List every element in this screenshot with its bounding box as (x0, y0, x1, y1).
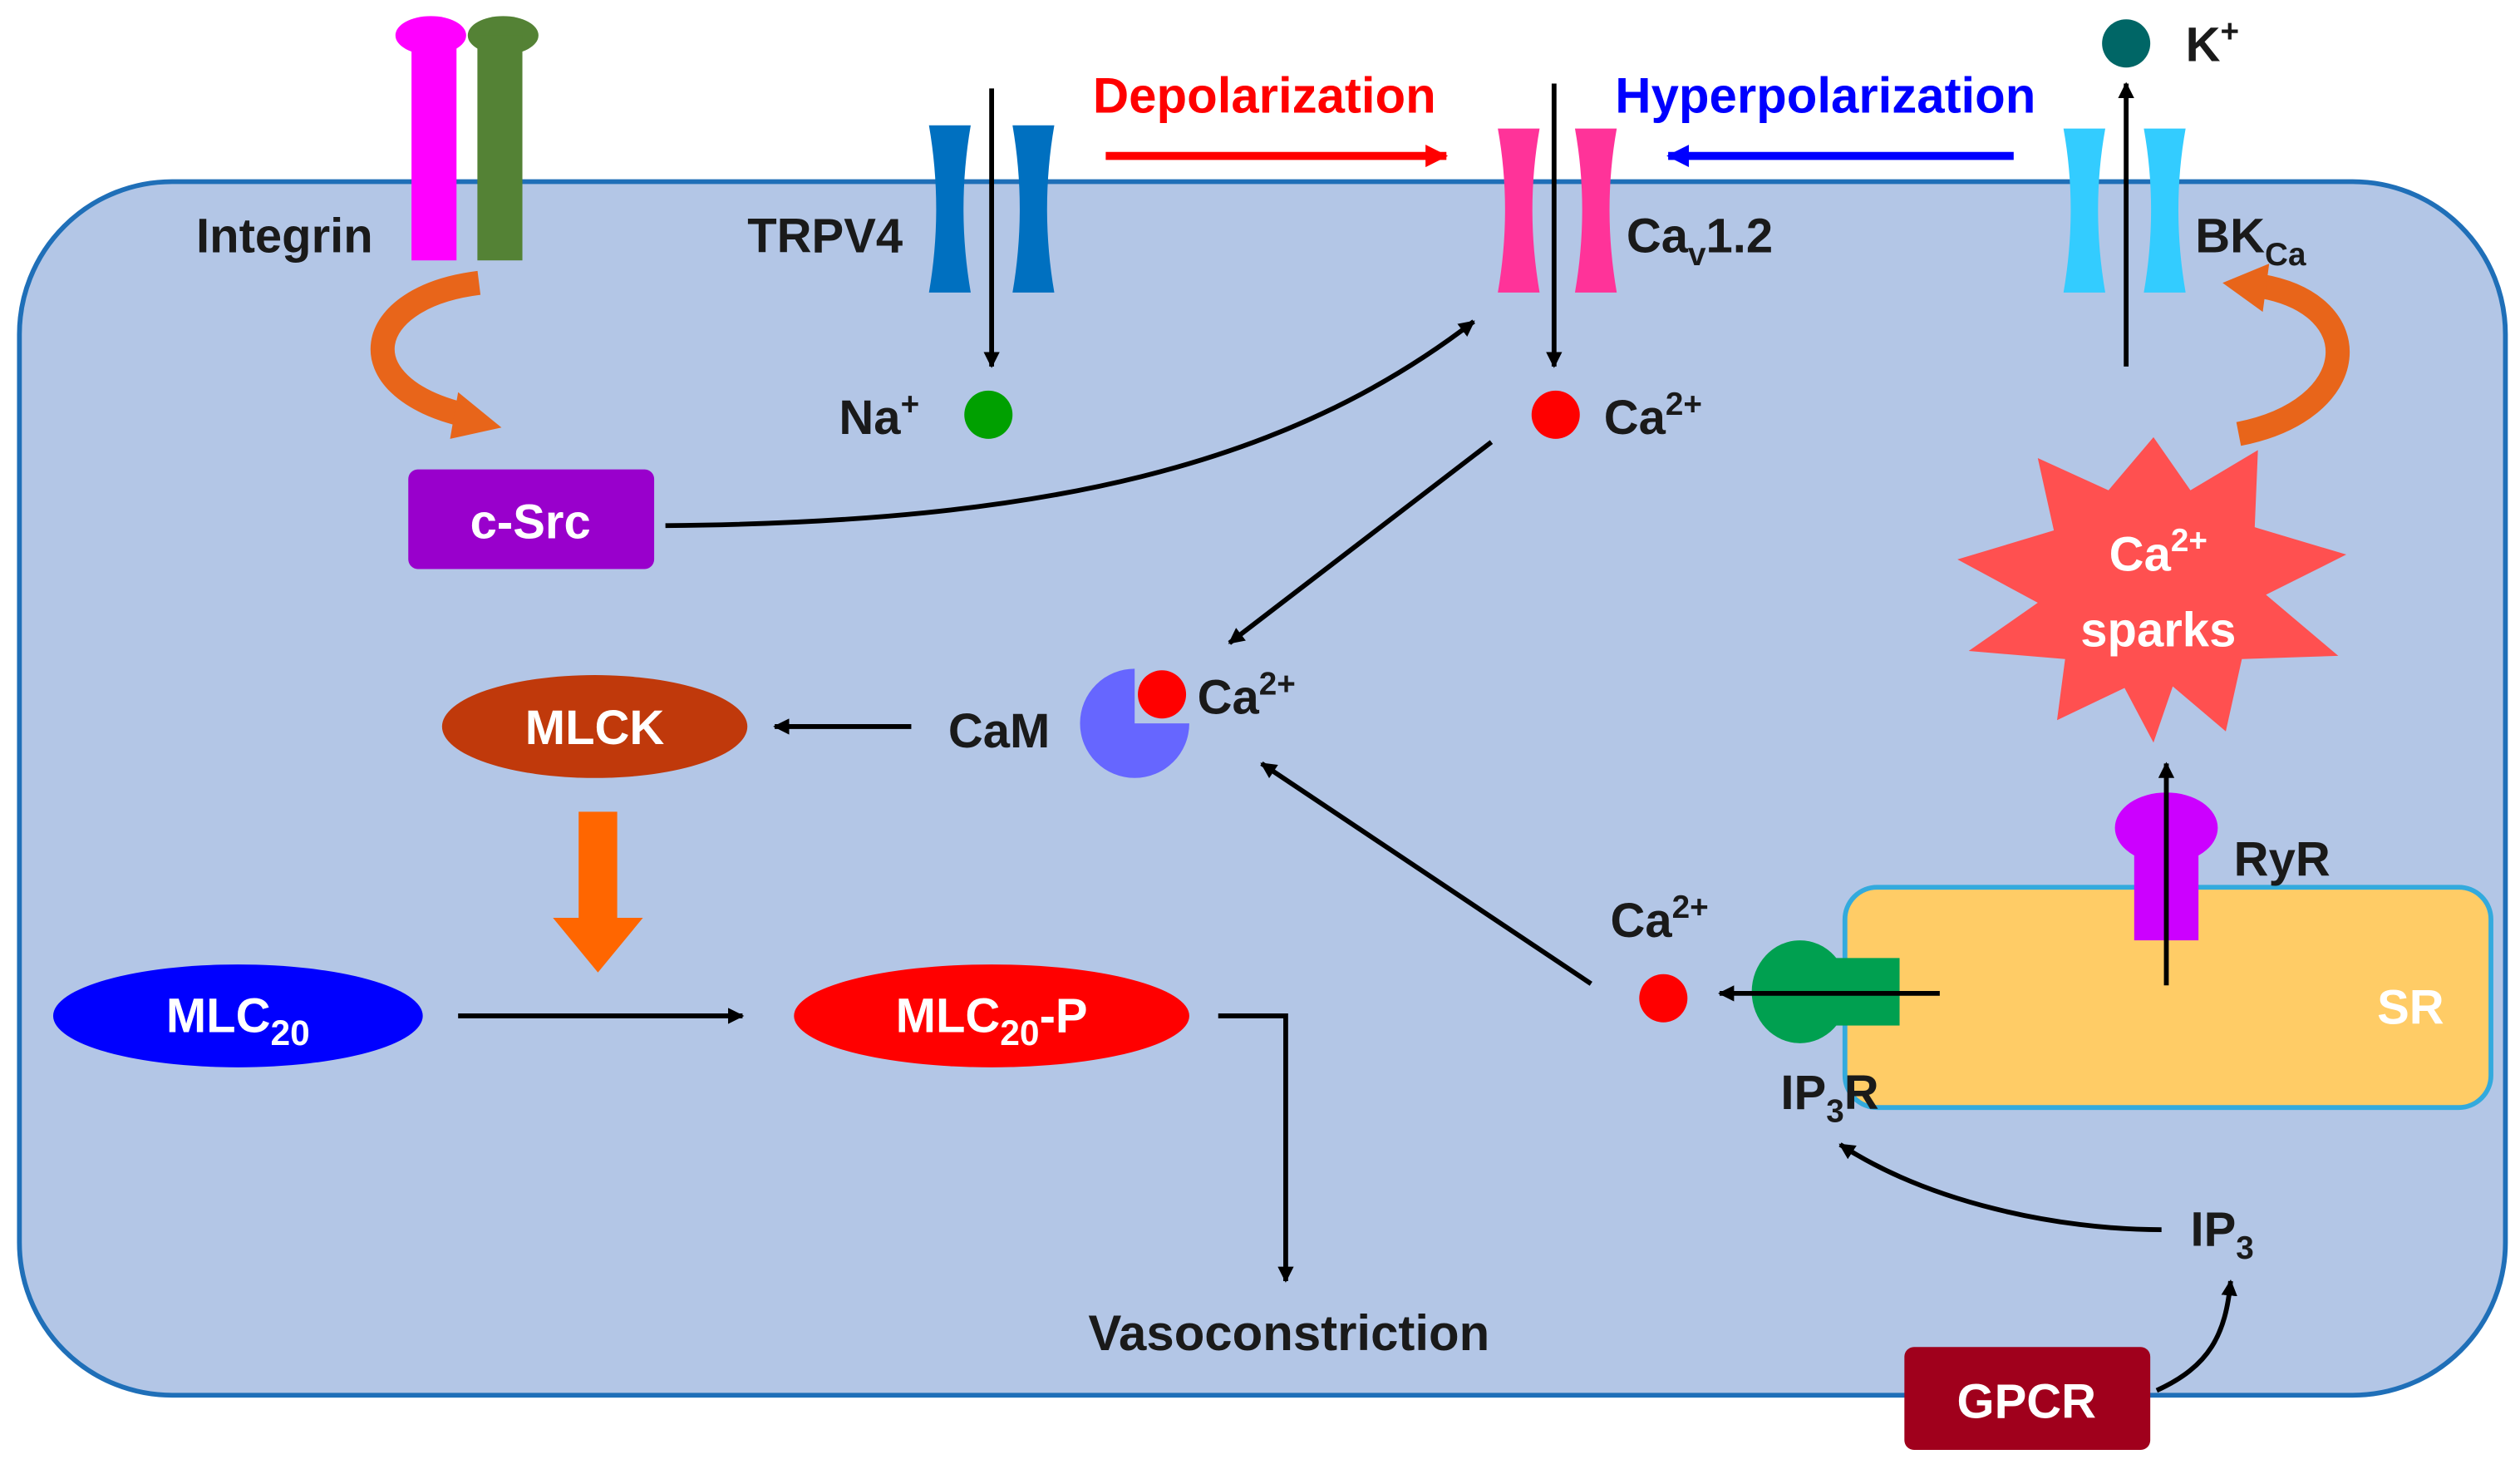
gpcr-box (1904, 1347, 2151, 1450)
calcium-sparks-burst (1957, 436, 2347, 743)
gpcr-label: GPCR (1956, 1374, 2096, 1428)
mlc20p-ellipse (794, 964, 1189, 1067)
bkca-label: BKCa (2195, 210, 2306, 273)
integrin-label: Integrin (196, 210, 373, 264)
mlc20p-label: MLC20-P (896, 988, 1088, 1053)
trpv4-channel (928, 125, 1055, 293)
ip3r-label: IP3R (1780, 1066, 1878, 1129)
ip3-label: IP3 (2190, 1202, 2253, 1265)
csrc-to-cav-arrow (665, 319, 1475, 529)
bkca-channel (2063, 128, 2186, 293)
ip3-to-ip3r-arrow (1838, 1142, 2162, 1233)
integrin-to-csrc-arrow (370, 270, 502, 439)
cam-label: CaM (948, 704, 1050, 758)
csrc-label: c-Src (470, 495, 591, 550)
vasoconstriction-label: Vasoconstriction (1088, 1305, 1489, 1361)
mlc20p-to-vasoconstriction-arrow (1218, 1013, 1294, 1283)
sodium-ion (964, 390, 1013, 439)
calcium-ion-released (1639, 974, 1688, 1023)
sr-label: SR (2377, 981, 2444, 1035)
sparks-label-line1: Ca2+ (2109, 523, 2207, 581)
mlc20-ellipse (52, 964, 423, 1067)
calcium-bound-cam (1138, 670, 1187, 719)
trpv4-label: TRPV4 (747, 210, 903, 264)
integrin-receptor (395, 16, 539, 261)
sparks-to-bkca-arrow (2222, 264, 2350, 446)
cav12-label: Cav1.2 (1627, 210, 1773, 273)
calcium-influx-label: Ca2+ (1604, 387, 1702, 445)
hyperpolarization-label: Hyperpolarization (1615, 67, 2035, 123)
calmodulin (1080, 668, 1189, 778)
cav12-channel (1498, 128, 1617, 293)
cam-calcium-label: Ca2+ (1198, 666, 1296, 724)
calcium-to-cam-arrow (1228, 440, 1494, 645)
mlck-ellipse (441, 675, 748, 778)
csrc-box (408, 469, 655, 569)
calcium-ion-influx (1531, 390, 1580, 439)
mlck-label: MLCK (525, 701, 665, 755)
depolarization-label: Depolarization (1093, 67, 1436, 123)
sodium-label: Na+ (839, 387, 919, 445)
potassium-ion (2102, 19, 2151, 68)
ryr-label: RyR (2234, 833, 2331, 887)
mlc20-label: MLC20 (166, 988, 310, 1053)
released-calcium-to-cam-arrow (1260, 761, 1592, 986)
potassium-label: K+ (2186, 13, 2239, 71)
calcium-released-label: Ca2+ (1610, 890, 1708, 948)
gpcr-to-ip3-arrow (2155, 1279, 2237, 1393)
sparks-label-line2: sparks (2080, 603, 2236, 657)
mlck-catalysis-arrow (553, 811, 643, 973)
